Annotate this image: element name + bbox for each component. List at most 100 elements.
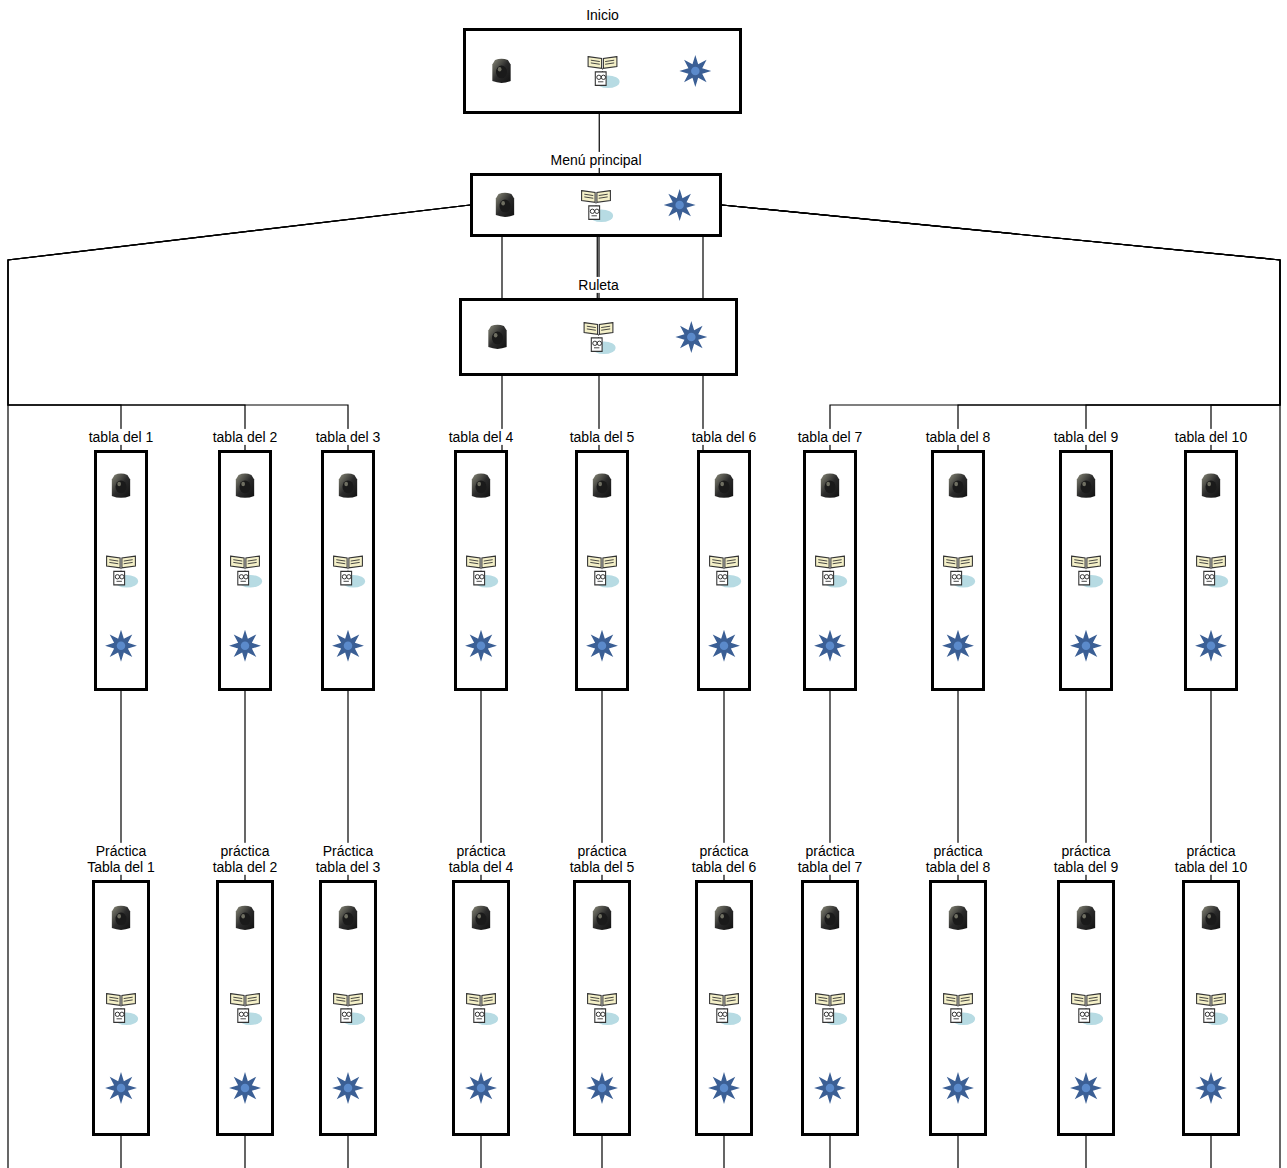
book-icon xyxy=(231,556,263,588)
screen-box: práctica tabla del 6 xyxy=(695,880,753,1136)
star-icon xyxy=(465,630,497,662)
screen-icons xyxy=(322,883,374,1133)
book-icon xyxy=(588,556,620,588)
screen-box: tabla del 8 xyxy=(931,450,985,691)
star-icon xyxy=(586,1072,618,1104)
star-icon xyxy=(586,630,618,662)
star-icon xyxy=(1070,630,1102,662)
camera-icon xyxy=(715,906,733,930)
screen-icons xyxy=(324,453,372,688)
camera-icon xyxy=(339,474,357,498)
node-heading: Menú principal xyxy=(548,152,643,168)
screen-box: tabla del 7 xyxy=(803,450,857,691)
camera-icon xyxy=(715,474,733,498)
screen-icons xyxy=(700,453,748,688)
star-icon xyxy=(814,630,846,662)
screen-icons xyxy=(934,453,982,688)
book-icon xyxy=(816,556,848,588)
book-icon xyxy=(588,57,620,89)
book-icon xyxy=(710,994,742,1026)
star-icon xyxy=(708,1072,740,1104)
connector-line xyxy=(8,205,470,450)
screen-icons xyxy=(219,883,271,1133)
node-heading: práctica tabla del 6 xyxy=(683,843,765,875)
book-icon xyxy=(334,556,366,588)
connector-line xyxy=(722,205,1280,450)
camera-icon xyxy=(949,906,967,930)
camera-icon xyxy=(236,906,254,930)
camera-icon xyxy=(593,906,611,930)
screen-icons xyxy=(95,883,147,1133)
book-icon xyxy=(1072,556,1104,588)
node-heading: tabla del 4 xyxy=(447,429,516,445)
star-icon xyxy=(332,1072,364,1104)
book-icon xyxy=(107,556,139,588)
star-icon xyxy=(1195,1072,1227,1104)
star-icon xyxy=(105,630,137,662)
book-icon xyxy=(588,994,620,1026)
connector-line xyxy=(722,205,1280,450)
node-heading: práctica tabla del 10 xyxy=(1170,843,1252,875)
book-icon xyxy=(584,323,616,355)
screen-icons xyxy=(806,453,854,688)
star-icon xyxy=(332,630,364,662)
side-line xyxy=(7,405,8,1168)
screen-box: Menú principal xyxy=(470,173,722,237)
screen-box: tabla del 2 xyxy=(218,450,272,691)
node-heading: tabla del 8 xyxy=(924,429,993,445)
screen-box: práctica tabla del 4 xyxy=(452,880,510,1136)
screen-box: tabla del 1 xyxy=(94,450,148,691)
camera-icon xyxy=(821,906,839,930)
camera-icon xyxy=(949,474,967,498)
screen-icons xyxy=(1187,453,1235,688)
screen-box: tabla del 3 xyxy=(321,450,375,691)
screen-box: tabla del 4 xyxy=(454,450,508,691)
node-heading: tabla del 1 xyxy=(87,429,156,445)
star-icon xyxy=(1195,630,1227,662)
connector-line xyxy=(8,205,470,450)
screen-icons xyxy=(698,883,750,1133)
star-icon xyxy=(229,1072,261,1104)
book-icon xyxy=(1197,556,1229,588)
node-heading: tabla del 6 xyxy=(690,429,759,445)
node-heading: Práctica tabla del 3 xyxy=(307,843,389,875)
screen-box: Inicio xyxy=(463,28,742,114)
screen-icons xyxy=(97,453,145,688)
camera-icon xyxy=(112,474,130,498)
screen-box: práctica tabla del 10 xyxy=(1182,880,1240,1136)
book-icon xyxy=(467,994,499,1026)
star-icon xyxy=(465,1072,497,1104)
screen-box: tabla del 9 xyxy=(1059,450,1113,691)
screen-icons xyxy=(455,883,507,1133)
screen-box: Práctica Tabla del 1 xyxy=(92,880,150,1136)
connector-line xyxy=(8,205,470,450)
side-line xyxy=(1279,405,1280,1168)
screen-icons xyxy=(457,453,505,688)
star-icon xyxy=(664,189,696,221)
star-icon xyxy=(942,1072,974,1104)
node-heading: Ruleta xyxy=(576,277,620,293)
connector-line xyxy=(722,205,1280,450)
node-heading: práctica tabla del 4 xyxy=(440,843,522,875)
camera-icon xyxy=(1077,906,1095,930)
screen-box: práctica tabla del 2 xyxy=(216,880,274,1136)
book-icon xyxy=(816,994,848,1026)
screen-box: práctica tabla del 7 xyxy=(801,880,859,1136)
camera-icon xyxy=(472,474,490,498)
screen-icons xyxy=(576,883,628,1133)
connector-line xyxy=(722,205,1280,450)
book-icon xyxy=(467,556,499,588)
camera-icon xyxy=(1202,906,1220,930)
node-heading: práctica tabla del 9 xyxy=(1045,843,1127,875)
node-heading: tabla del 7 xyxy=(796,429,865,445)
screen-icons xyxy=(1060,883,1112,1133)
book-icon xyxy=(107,994,139,1026)
screen-icons xyxy=(932,883,984,1133)
camera-icon xyxy=(472,906,490,930)
screen-box: práctica tabla del 9 xyxy=(1057,880,1115,1136)
node-heading: tabla del 10 xyxy=(1173,429,1249,445)
node-heading: Inicio xyxy=(584,7,621,23)
node-heading: práctica tabla del 8 xyxy=(917,843,999,875)
screen-icons xyxy=(462,301,735,373)
book-icon xyxy=(231,994,263,1026)
